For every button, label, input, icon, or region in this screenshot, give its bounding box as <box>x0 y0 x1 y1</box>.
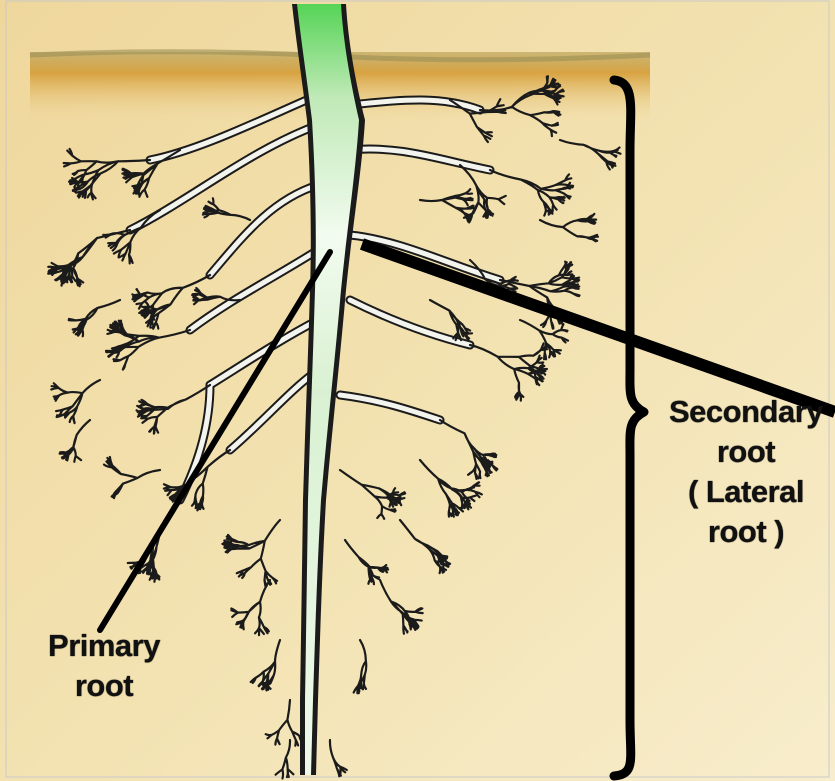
primary-root-label: Primary root <box>34 626 174 706</box>
primary-root-label-line1: Primary <box>34 626 174 666</box>
secondary-root-label-line1: Secondary <box>646 392 835 432</box>
secondary-root-label-line3: ( Lateral <box>646 472 835 512</box>
primary-root-label-line2: root <box>34 666 174 706</box>
secondary-root-label: Secondary root ( Lateral root ) <box>646 392 835 552</box>
secondary-root-label-line2: root <box>646 432 835 472</box>
secondary-root-label-line4: root ) <box>646 512 835 552</box>
